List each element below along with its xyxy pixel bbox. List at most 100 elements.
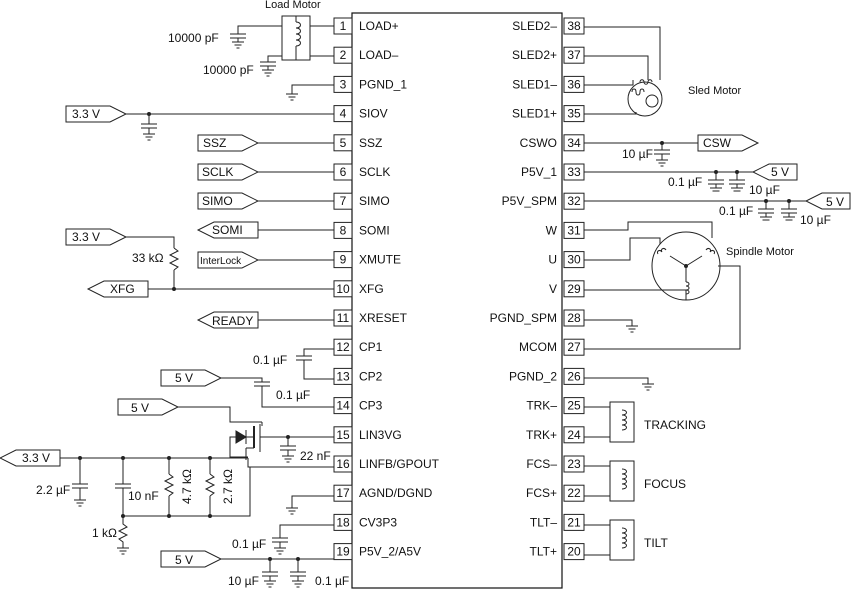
pin-name: V	[549, 282, 557, 296]
pin-number: 22	[567, 486, 581, 500]
pin-box	[563, 17, 585, 35]
right-pin-36: 36 SLED1–	[512, 75, 585, 93]
c-out-label: 2.2 µF	[36, 483, 70, 497]
pullup-net-label: 3.3 V	[72, 230, 100, 244]
pin-name: SIOV	[359, 107, 388, 121]
lin-out-label: 3.3 V	[22, 451, 50, 465]
pin-name: SSZ	[359, 136, 382, 150]
pin-name: TRK–	[526, 399, 557, 413]
pin-name: LOAD–	[359, 48, 399, 62]
pin-name: AGND/DGND	[359, 486, 433, 500]
tracking-title: TRACKING	[644, 418, 706, 432]
pin-name: TLT+	[530, 545, 557, 559]
load-motor-title: Load Motor	[265, 0, 321, 11]
pin-box	[563, 484, 585, 502]
r-27k-label: 2.7 kΩ	[221, 469, 235, 504]
ready-net-label: READY	[212, 314, 253, 328]
pin-number: 36	[567, 77, 581, 91]
pin-box	[333, 513, 353, 531]
a5v-supply-label: 5 V	[175, 553, 193, 567]
pin-box	[333, 484, 353, 502]
pin-name: XFG	[359, 282, 384, 296]
somi-output: SOMI	[196, 221, 334, 239]
c-cv3p3-label: 0.1 µF	[232, 537, 266, 551]
cp2-supply-label: 5 V	[175, 371, 193, 385]
pin-box	[333, 543, 353, 561]
c-p5vspm-01-label: 0.1 µF	[719, 204, 753, 218]
c-load2-label: 10000 pF	[203, 63, 254, 77]
pin-number: 3	[340, 77, 347, 91]
interlock-net-label: InterLock	[200, 256, 242, 267]
left-pin-17: 17 AGND/DGND	[333, 484, 433, 502]
p5v1-supply-label: 5 V	[771, 165, 789, 179]
somi-net-label: SOMI	[212, 223, 243, 237]
pin-number: 14	[336, 399, 350, 413]
sled-motor-circle	[627, 81, 663, 117]
xfg-pullup: 3.3 V 33 kΩ	[65, 228, 180, 291]
pin-number: 8	[340, 223, 347, 237]
c-cswo-label: 10 µF	[622, 147, 653, 161]
xfg-output: XFG	[86, 280, 334, 298]
right-pin-27: 27 MCOM	[519, 338, 585, 356]
left-pin-5: 5 SSZ	[333, 134, 382, 152]
xfg-net-label: XFG	[110, 282, 135, 296]
interlock-input: InterLock	[197, 251, 334, 269]
sclk-input: SCLK	[197, 163, 334, 181]
pin-name: XMUTE	[359, 253, 401, 267]
pin-name: CP2	[359, 369, 383, 383]
focus-title: FOCUS	[644, 477, 686, 491]
cp12-cap: 0.1 µF	[253, 348, 334, 380]
p5vspm-supply-label: 5 V	[826, 195, 844, 209]
pin-name: SLED1–	[512, 77, 557, 91]
tilt-coil: TILT	[584, 519, 668, 561]
pin-box	[563, 280, 585, 298]
pin-number: 10	[336, 282, 350, 296]
pin-name: SIMO	[359, 194, 390, 208]
p5vspm-supply: 5 V 0.1 µF 10 µF	[584, 192, 851, 227]
pin-box	[563, 397, 585, 415]
pin-box	[333, 455, 353, 473]
cv3p3-cap: 0.1 µF	[232, 524, 334, 555]
ssz-net-label: SSZ	[203, 136, 226, 150]
pin-box	[333, 46, 353, 64]
pin-name: SLED1+	[512, 107, 557, 121]
pin-name: LINFB/GPOUT	[359, 457, 440, 471]
pin-box	[563, 46, 585, 64]
pin-number: 28	[567, 311, 581, 325]
pin-name: CV3P3	[359, 515, 397, 529]
pin-name: LOAD+	[359, 19, 399, 33]
driver-ic-body	[351, 12, 563, 589]
pin-name: MCOM	[519, 340, 557, 354]
pin-number: 38	[567, 19, 581, 33]
pin-box	[563, 75, 585, 93]
fet-supply-label: 5 V	[131, 401, 149, 415]
left-pin-14: 14 CP3	[333, 397, 383, 415]
left-pin-10: 10 XFG	[333, 280, 384, 298]
pin-name: P5V_1	[521, 165, 557, 179]
pin-number: 15	[336, 428, 350, 442]
pin-box	[563, 309, 585, 327]
pin-number: 27	[567, 340, 581, 354]
pin-name: CP3	[359, 399, 383, 413]
pin-number: 5	[340, 136, 347, 150]
simo-input: SIMO	[197, 192, 334, 210]
pin-number: 30	[567, 253, 581, 267]
siov-supply: 3.3 V	[65, 105, 334, 141]
pin-number: 26	[567, 369, 581, 383]
pin-name: P5V_SPM	[502, 194, 557, 208]
lin3vg-circuit: 5 V 22 nF	[117, 398, 334, 463]
csw-net-label: CSW	[703, 136, 732, 150]
pin-number: 17	[336, 486, 350, 500]
c-cp12-label: 0.1 µF	[253, 353, 287, 367]
